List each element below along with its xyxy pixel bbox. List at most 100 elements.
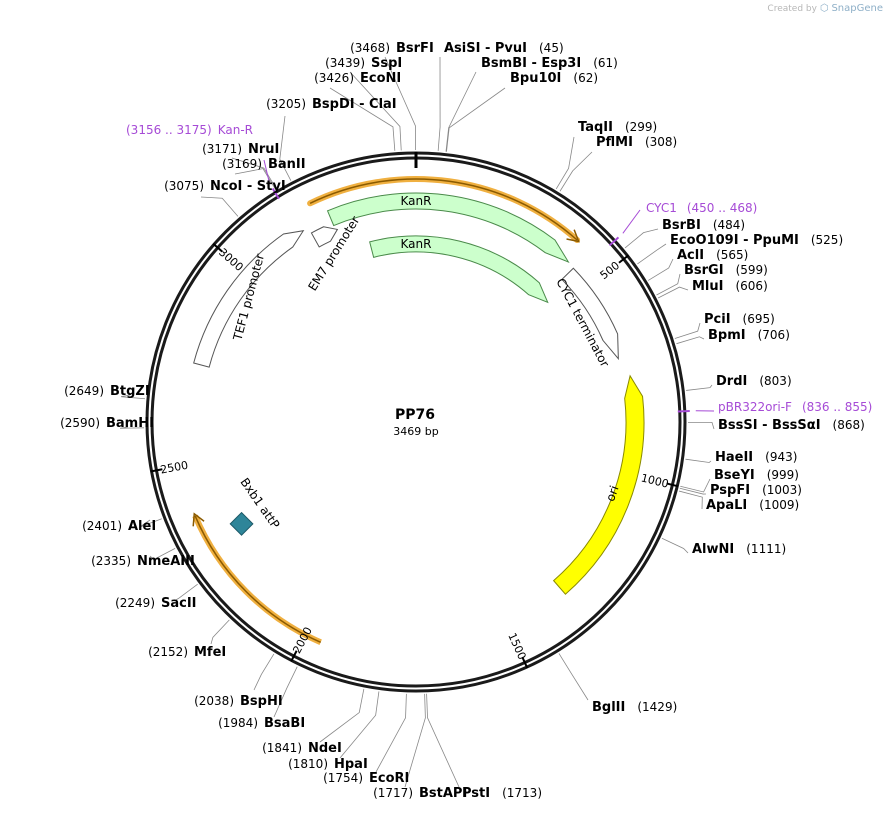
site-position: (1810) bbox=[288, 757, 328, 771]
site-position: (695) bbox=[743, 312, 775, 326]
site-position: (62) bbox=[573, 71, 598, 85]
site-leader bbox=[279, 115, 292, 181]
site-bseyi[interactable]: BseYI(999) bbox=[714, 468, 799, 483]
site-apali[interactable]: ApaLI(1009) bbox=[706, 498, 799, 513]
kanr-highlight-core bbox=[309, 178, 578, 241]
primer-leader bbox=[263, 159, 270, 184]
site-leader bbox=[234, 168, 276, 190]
site-name: BglII bbox=[592, 700, 625, 715]
site-name: SacII bbox=[161, 596, 197, 611]
site-nrui[interactable]: NruI(3171) bbox=[202, 142, 279, 157]
site-btgzi[interactable]: BtgZI(2649) bbox=[64, 384, 150, 399]
credit-brand: SnapGene bbox=[831, 3, 883, 14]
primer-cyc1[interactable]: CYC1(450 .. 468) bbox=[646, 201, 757, 215]
site-bsrgi[interactable]: BsrGI(599) bbox=[684, 263, 768, 278]
site-labels: BsrFI(3468)SspI (3439)EcoNI(3426) BspDI - … bbox=[60, 41, 872, 801]
tick-label: 3000 bbox=[216, 246, 246, 274]
site-name: BtgZI bbox=[110, 384, 150, 399]
site-asisi[interactable]: AsiSI - PvuI(45) bbox=[444, 41, 564, 56]
primer-kanr[interactable]: (3156 .. 3175)Kan-R bbox=[126, 123, 253, 137]
site-name: BsrBI bbox=[662, 218, 701, 233]
site-position: (599) bbox=[736, 263, 768, 277]
site-taqii[interactable]: TaqII(299) bbox=[578, 120, 657, 135]
site-acli[interactable]: AclI(565) bbox=[677, 248, 748, 263]
tick-mark bbox=[212, 242, 223, 253]
site-name: AleI bbox=[128, 519, 156, 534]
site-leader bbox=[648, 258, 674, 281]
site-position: (2038) bbox=[194, 694, 234, 708]
site-bamhi[interactable]: BamHI(2590) bbox=[60, 416, 154, 431]
site-bglii[interactable]: BglII(1429) bbox=[592, 700, 677, 715]
site-alwni[interactable]: AlwNI(1111) bbox=[692, 542, 786, 557]
site-sacii[interactable]: SacII (2249) bbox=[115, 596, 196, 611]
site-leader bbox=[624, 228, 659, 249]
site-pcii[interactable]: PciI(695) bbox=[704, 312, 775, 327]
site-name: MfeI bbox=[194, 645, 226, 660]
site-leader bbox=[384, 56, 416, 151]
site-ncoi[interactable]: NcoI - StyI(3075) bbox=[164, 179, 286, 194]
site-banii[interactable]: BanII(3169) bbox=[222, 157, 306, 172]
site-bspdi[interactable]: BspDI - ClaI(3205) bbox=[266, 97, 397, 112]
tef1-promoter-feature bbox=[193, 230, 305, 368]
site-eco0109i[interactable]: EcoO109I - PpuMI(525) bbox=[670, 233, 843, 248]
site-drdi[interactable]: DrdI(803) bbox=[716, 374, 792, 389]
site-position: (1003) bbox=[762, 483, 802, 497]
site-position: (2249) bbox=[115, 596, 155, 610]
site-bsmbi[interactable]: BsmBI - Esp3I(61) bbox=[481, 56, 618, 71]
site-psti[interactable]: PstI(1713) bbox=[462, 786, 542, 801]
site-bsabi[interactable]: BsaBI(1984) bbox=[218, 716, 305, 731]
tick-label: 1000 bbox=[640, 471, 670, 490]
site-name: AsiSI - PvuI bbox=[444, 41, 527, 56]
site-leader bbox=[685, 458, 712, 463]
site-name: PstI bbox=[462, 786, 490, 801]
primer-name: Kan-R bbox=[218, 123, 253, 137]
snapgene-logo: ⬡ bbox=[819, 3, 829, 14]
site-name: SspI bbox=[371, 56, 402, 71]
site-haeii[interactable]: HaeII(943) bbox=[715, 450, 797, 465]
site-name: AlwNI bbox=[692, 542, 734, 557]
primer-name: pBR322ori-F bbox=[718, 400, 792, 414]
site-position: (3171) bbox=[202, 142, 242, 156]
site-position: (484) bbox=[713, 218, 745, 232]
site-position: (61) bbox=[593, 56, 618, 70]
primer-bind-mark bbox=[608, 236, 620, 247]
site-nmeaiii[interactable]: NmeAIII(2335) bbox=[91, 554, 195, 569]
site-mlui[interactable]: MluI(606) bbox=[692, 279, 768, 294]
site-bpmi[interactable]: BpmI(706) bbox=[708, 328, 790, 343]
site-pflmi[interactable]: PflMI(308) bbox=[596, 135, 677, 150]
site-leader bbox=[319, 688, 365, 743]
site-sspi[interactable]: SspI (3439) bbox=[325, 56, 402, 71]
site-bpu10i[interactable]: Bpu10I(62) bbox=[510, 71, 598, 86]
site-position: (3439) bbox=[325, 56, 365, 70]
site-bsssi[interactable]: BssSI - BssSαI(868) bbox=[718, 418, 865, 433]
site-mfei[interactable]: MfeI(2152) bbox=[148, 645, 226, 660]
site-bsphi[interactable]: BspHI (2038) bbox=[194, 694, 283, 709]
site-position: (3468) bbox=[350, 41, 390, 55]
site-position: (565) bbox=[716, 248, 748, 262]
site-position: (1841) bbox=[262, 741, 302, 755]
site-ndei[interactable]: NdeI(1841) bbox=[262, 741, 342, 756]
site-bsrfi[interactable]: BsrFI(3468) bbox=[350, 41, 434, 56]
site-econi[interactable]: EcoNI(3426) bbox=[314, 71, 401, 86]
site-name: BseYI bbox=[714, 468, 755, 483]
kanr-inner-feature bbox=[369, 235, 549, 304]
site-bstapi[interactable]: BstAPI(1717) bbox=[373, 786, 467, 801]
kanr-inner-label: KanR bbox=[401, 237, 432, 251]
site-pspfi[interactable]: PspFI(1003) bbox=[710, 483, 802, 498]
attp-highlight-core bbox=[194, 515, 321, 643]
site-bsrbi[interactable]: BsrBI (484) bbox=[662, 218, 745, 233]
tick-label: 1500 bbox=[505, 631, 528, 662]
primer-range: (836 .. 855) bbox=[802, 400, 872, 414]
site-name: ApaLI bbox=[706, 498, 747, 513]
site-leader bbox=[253, 653, 275, 691]
site-hpai[interactable]: HpaI(1810) bbox=[288, 757, 368, 772]
site-name: BspHI bbox=[240, 694, 283, 709]
site-alei[interactable]: AleI(2401) bbox=[82, 519, 156, 534]
site-ecori[interactable]: EcoRI(1754) bbox=[323, 771, 409, 786]
site-name: BanII bbox=[268, 157, 306, 172]
attp-highlight-arrowhead bbox=[192, 512, 205, 527]
primer-pbr322[interactable]: pBR322ori-F (836 .. 855) bbox=[718, 400, 872, 414]
ori-label: ori bbox=[603, 484, 621, 503]
site-leader bbox=[200, 196, 239, 217]
